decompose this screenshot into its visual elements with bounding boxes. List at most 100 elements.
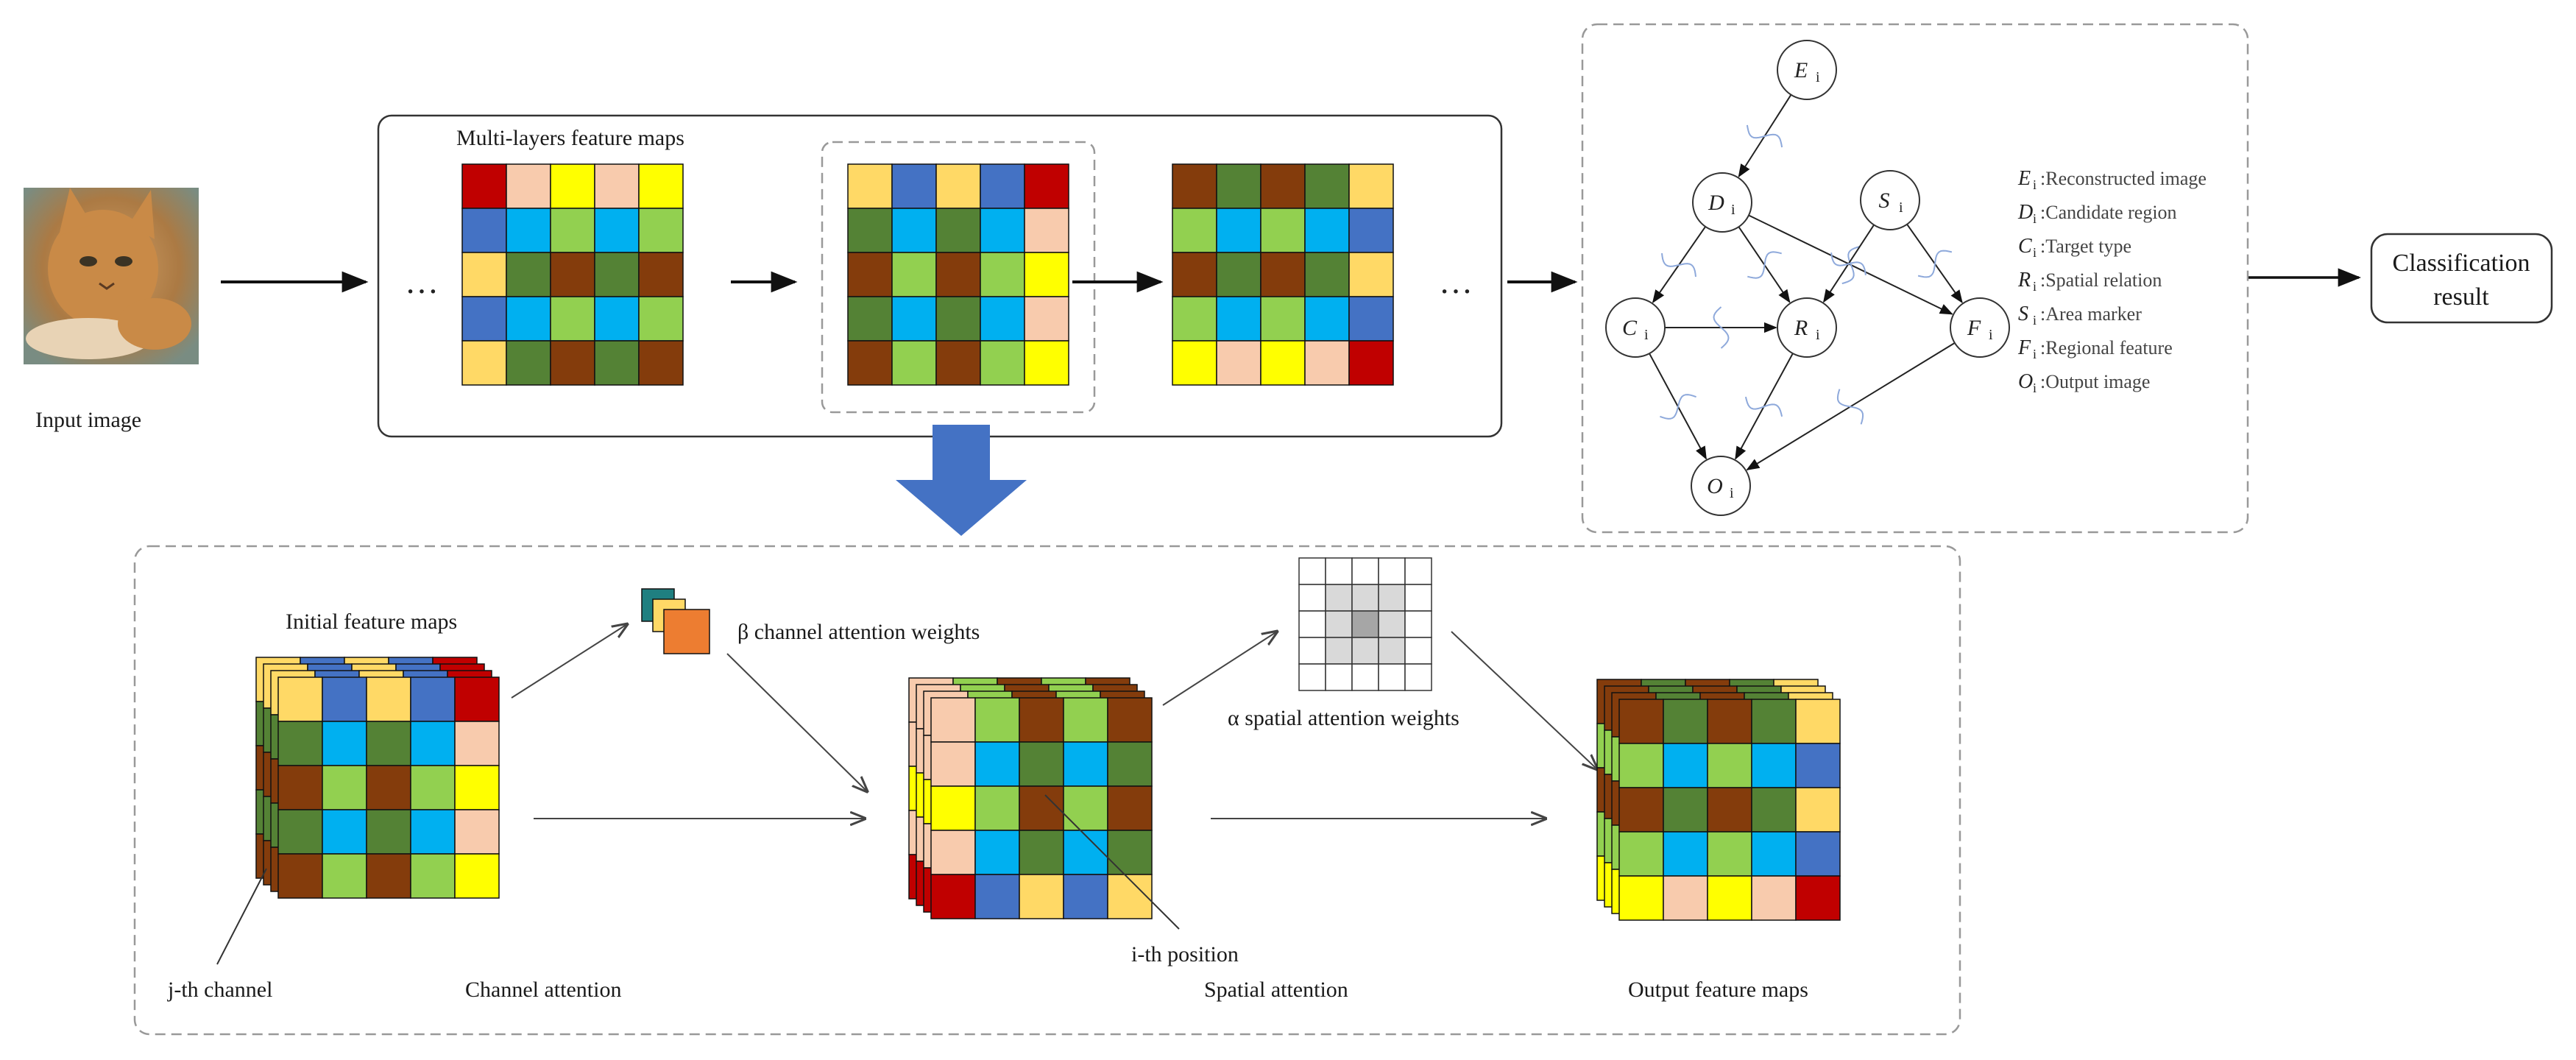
sine-mark [1836, 389, 1864, 425]
output-layer-0-cell [1707, 699, 1752, 744]
legend-symbol: D [2017, 201, 2033, 224]
map2-grid-cell [891, 252, 937, 297]
map3-grid-cell [1216, 296, 1262, 342]
spatial-weight-cell [1404, 663, 1432, 691]
map2-grid-cell [847, 340, 893, 386]
output-layer-0-cell [1707, 831, 1752, 877]
middle-layer-0-cell [1107, 785, 1153, 831]
initial-layer-0-cell [454, 765, 500, 810]
output-layer-0-cell [1663, 831, 1708, 877]
legend-symbol: E [2017, 167, 2031, 190]
initial-layer-0-cell [454, 853, 500, 899]
channel-attention-label: Channel attention [465, 978, 621, 1002]
graph-edges [1649, 94, 1963, 471]
classification-result-box [2370, 233, 2553, 324]
output-layer-0 [1618, 699, 1841, 921]
middle-layer-0-cell [930, 741, 976, 787]
map3-grid-cell [1172, 208, 1217, 253]
initial-layer-0-cell [366, 765, 411, 810]
node-subscript: i [1816, 69, 1820, 85]
middle-layer-0-cell [1063, 741, 1108, 787]
node-subscript: i [1899, 199, 1903, 216]
initial-layer-0-cell [277, 765, 323, 810]
output-layer-0-cell [1663, 875, 1708, 921]
channel-attention-weights-icon [641, 588, 710, 654]
map3-grid-cell [1216, 208, 1262, 253]
sine-mark [1747, 251, 1782, 279]
map2-grid-cell [1024, 208, 1069, 253]
middle-layer-0-cell [974, 741, 1020, 787]
multi-layers-label: Multi-layers feature maps [456, 126, 684, 150]
map2-grid-cell [935, 340, 981, 386]
spatial-weight-cell [1325, 663, 1353, 691]
spatial-weight-cell [1378, 610, 1406, 638]
initial-layer-0-cell [410, 765, 456, 810]
classification-line-2: result [2433, 283, 2489, 311]
map3-grid-cell [1172, 252, 1217, 297]
legend-text: :Output image [2040, 371, 2150, 392]
map1-grid [461, 163, 684, 386]
node-letter: S [1879, 188, 1890, 213]
middle-layer-0-cell [930, 830, 976, 875]
spatial-weight-cell [1351, 610, 1379, 638]
map1-grid-cell [638, 208, 684, 253]
channel-weighted-maps-stack [908, 677, 1153, 919]
middle-layer-0-cell [1107, 830, 1153, 875]
middle-layer-0-cell [974, 697, 1020, 743]
map3-grid-cell [1348, 252, 1394, 297]
middle-layer-0-cell [1063, 785, 1108, 831]
j-th-channel-pointer [216, 868, 267, 965]
initial-layer-0-cell [410, 809, 456, 855]
legend-subscript: i [2033, 245, 2037, 260]
map3-grid-cell [1304, 163, 1350, 209]
output-layer-0-cell [1618, 831, 1664, 877]
map1-grid-cell [461, 252, 507, 297]
spatial-attention-label: Spatial attention [1204, 978, 1348, 1002]
map3-grid-cell [1348, 340, 1394, 386]
spatial-weight-cell [1378, 584, 1406, 612]
map1-grid-cell [506, 208, 551, 253]
node-letter: R [1794, 316, 1808, 340]
i-th-position-label: i-th position [1131, 942, 1239, 967]
middle-layer-0-cell [1107, 874, 1153, 919]
arrow-alpha-to-output [1451, 631, 1597, 769]
initial-layer-0-cell [277, 721, 323, 766]
map2-grid-cell [935, 163, 981, 209]
map1-grid-cell [461, 296, 507, 342]
map1-grid-cell [638, 163, 684, 209]
middle-layer-0-cell [930, 874, 976, 919]
node-letter: E [1794, 58, 1808, 82]
spatial-weight-cell [1404, 557, 1432, 585]
initial-layer-0-cell [277, 853, 323, 899]
map2-grid-cell [980, 163, 1025, 209]
initial-layer-0-cell [454, 721, 500, 766]
left-ellipsis: … [405, 263, 439, 300]
map2-grid-cell [891, 340, 937, 386]
arrow-middle-to-alpha [1162, 632, 1277, 706]
legend-text: :Target type [2040, 236, 2131, 257]
output-layer-0-cell [1618, 875, 1664, 921]
arrow-initial-to-beta [511, 624, 627, 699]
graph-box [1581, 23, 2249, 534]
initial-layer-0-cell [366, 676, 411, 722]
map1-grid-cell [506, 340, 551, 386]
map2-grid-cell [935, 296, 981, 342]
map1-grid-cell [461, 208, 507, 253]
map3-grid-cell [1260, 208, 1306, 253]
sine-mark [1713, 306, 1730, 349]
legend-symbol: O [2018, 370, 2033, 393]
node-subscript: i [1731, 202, 1735, 218]
output-layer-0-cell [1795, 875, 1841, 921]
map2-grid-cell [935, 252, 981, 297]
middle-layer-0-cell [1063, 830, 1108, 875]
map3-grid-cell [1348, 296, 1394, 342]
map2-grid-cell [980, 208, 1025, 253]
